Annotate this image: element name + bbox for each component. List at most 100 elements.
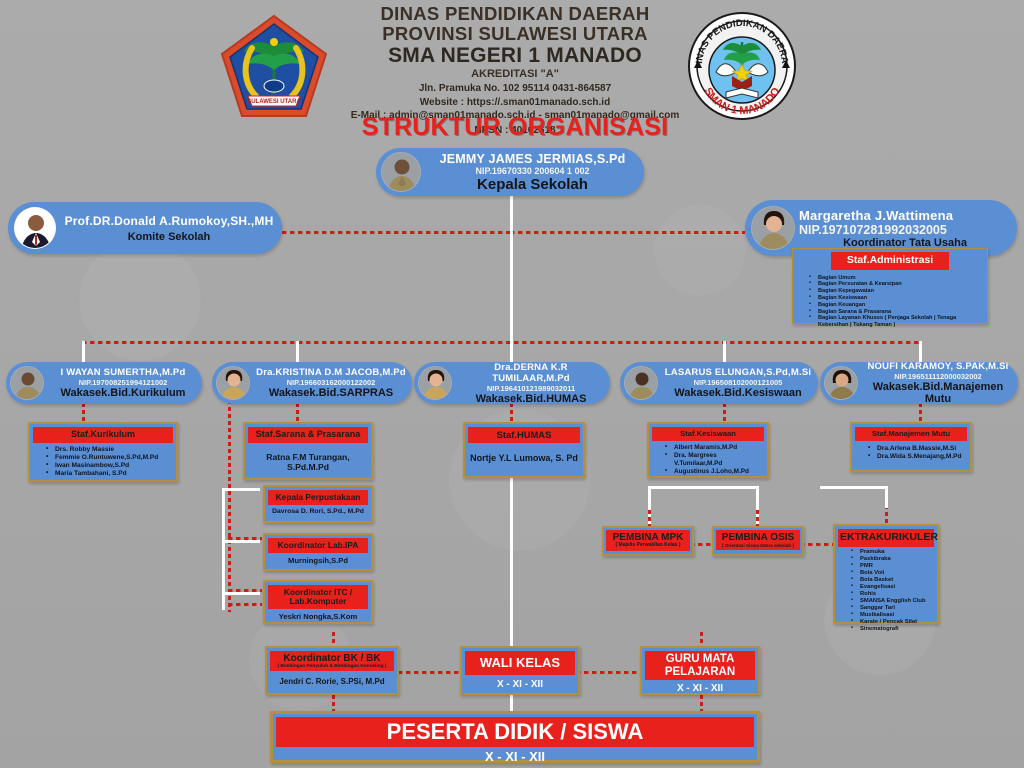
list-item: Albert Maramis,M.Pd [665, 443, 762, 452]
list-item: Bagian Layanan Khusus ( Penjaga Sekolah … [809, 314, 982, 329]
logo-sman-1-manado: DINAS PENDIDIKAN DAERAH SMAN 1 MANADO [686, 10, 796, 120]
wali-kelas-title: WALI KELAS [465, 651, 575, 676]
koordinator-itc-title: Koordinator ITC / Lab.Komputer [268, 585, 368, 610]
peserta-didik-grades: X - XI - XII [485, 749, 545, 765]
principal-nip: NIP.19670330 200604 1 002 [475, 165, 590, 176]
wakasek-humas-card[interactable]: Dra.DERNA K.R TUMILAAR,M.Pd NIP.19641012… [414, 362, 610, 405]
principal-card[interactable]: JEMMY JAMES JERMIAS,S.Pd NIP.19670330 20… [376, 148, 644, 196]
koordinator-lab-ipa-title: Koordinator Lab.IPA [268, 538, 368, 554]
wakasek-role: Wakasek.Bid.HUMAS [475, 392, 587, 405]
list-item: Dra. Margrees V.Tumilaar,M.Pd [665, 451, 762, 468]
wakasek-kurikulum-card[interactable]: I WAYAN SUMERTHA,M.Pd NIP.19700825199412… [6, 362, 202, 404]
list-item: Rohis [851, 590, 932, 598]
staf-manajemen-mutu-card[interactable]: Staf.Manajemen Mutu Dra.Arlena B.Massie,… [850, 422, 972, 472]
koordinator-lab-ipa-card[interactable]: Koordinator Lab.IPA Murningsih,S.Pd [263, 533, 373, 571]
koordinator-bk-title: Koordinator BK / BK [283, 653, 381, 664]
staf-humas-person: Nortje Y.L Lumowa, S. Pd [470, 453, 578, 464]
avatar [216, 366, 250, 400]
list-item: Bagian Keuangan [809, 301, 982, 309]
koordinator-lab-ipa-person: Murningsih,S.Pd [288, 556, 348, 566]
committee-name: Prof.DR.Donald A.Rumokoy,SH.,MH [64, 213, 274, 228]
avatar [14, 207, 56, 249]
wakasek-nip: NIP.196410121989032011 [486, 383, 576, 393]
wakasek-nip: NIP.196508102000121005 [693, 378, 783, 387]
koordinator-bk-subtitle: ( Bimbingan Penyuluh & Bimbingan Konseli… [277, 664, 387, 669]
wakasek-sarpras-card[interactable]: Dra.KRISTINA D.M JACOB,M.Pd NIP.19660316… [212, 362, 412, 404]
list-item: Sinematografi [851, 625, 932, 633]
list-item: Evangelisasi [851, 583, 932, 591]
staf-administrasi-card[interactable]: Staf.Administrasi Bagian Umum Bagian Per… [792, 248, 988, 328]
list-item: Bagian Umum [809, 274, 982, 282]
principal-name: JEMMY JAMES JERMIAS,S.Pd [439, 151, 626, 166]
list-item: Maria Tambahani, S.Pd [46, 469, 171, 478]
committee-card[interactable]: Prof.DR.Donald A.Rumokoy,SH.,MH Komite S… [8, 202, 282, 254]
wakasek-name: I WAYAN SUMERTHA,M.Pd [60, 367, 186, 378]
list-item: Sanggar Tari [851, 604, 932, 612]
ekstrakurikuler-card[interactable]: EKTRAKURIKULER Pramuka Paskibraka PMR Bo… [833, 524, 939, 632]
pembina-mpk-card[interactable]: PEMBINA MPK ( Majelis Perwakilan Kelas ) [602, 526, 694, 556]
header-line-2: PROVINSI SULAWESI UTARA [382, 23, 648, 44]
koordinator-bk-person: Jendri C. Rorie, S.PSi, M.Pd [279, 677, 385, 687]
list-item: Dra.Arlena B.Massie,M.Si [868, 444, 965, 453]
staf-manajemen-mutu-title: Staf.Manajemen Mutu [855, 427, 967, 442]
wakasek-manajemen-mutu-card[interactable]: NOUFI KARAMOY, S.PAK,M.Si NIP.1965111120… [820, 361, 1018, 405]
avatar [824, 366, 858, 400]
list-item: Bola Voli [851, 569, 932, 577]
wali-kelas-card[interactable]: WALI KELAS X - XI - XII [460, 646, 580, 695]
header: SULAWESI UTARA DINAS PENDIDIKAN DAERAH S… [0, 0, 1024, 145]
guru-mapel-title: GURU MATA PELAJARAN [645, 651, 755, 681]
staf-kurikulum-card[interactable]: Staf.Kurikulum Drs. Robby Massie Femmie … [28, 422, 178, 482]
header-address: Jln. Pramuka No. 102 95114 0431-864587 [418, 83, 612, 94]
staf-administrasi-list: Bagian Umum Bagian Persuratan & Kearsipa… [808, 274, 982, 330]
avatar [624, 366, 658, 400]
staf-sarpras-card[interactable]: Staf.Sarana & Prasarana Ratna F.M Turang… [243, 422, 373, 480]
header-email: E-Mail : admin@sman01manado.sch.id - sma… [350, 110, 680, 121]
list-item: Paskibraka [851, 555, 932, 563]
wali-kelas-grades: X - XI - XII [496, 679, 544, 691]
koordinator-bk-card[interactable]: Koordinator BK / BK ( Bimbingan Penyuluh… [265, 646, 399, 695]
principal-role: Kepala Sekolah [477, 175, 588, 193]
header-line-1: DINAS PENDIDIKAN DAERAH [380, 3, 650, 24]
staf-administrasi-title: Staf.Administrasi [831, 252, 949, 270]
staf-kesiswaan-list: Albert Maramis,M.Pd Dra. Margrees V.Tumi… [664, 443, 762, 475]
guru-mapel-grades: X - XI - XII [676, 683, 724, 695]
wakasek-role: Wakasek.Bid.Kesiswaan [674, 387, 802, 399]
kepala-perpustakaan-person: Davrosa D. Rori, S.Pd., M.Pd [272, 508, 364, 516]
avatar [10, 366, 44, 400]
pembina-osis-card[interactable]: PEMBINA OSIS ( Orientasi Siswa Intera se… [712, 526, 804, 556]
logo-provinsi-sulawesi-utara: SULAWESI UTARA [220, 14, 328, 117]
staf-sarpras-person: Ratna F.M Turangan, S.Pd.M.Pd [266, 451, 350, 472]
list-item: Bola Basket [851, 576, 932, 584]
staf-sarpras-title: Staf.Sarana & Prasarana [248, 427, 368, 443]
wakasek-nip: NIP.196511112000032002 [894, 372, 982, 381]
pembina-mpk-subtitle: ( Majelis Perwakilan Kelas ) [615, 542, 681, 548]
page-title: STRUKTUR ORGANISASI [361, 113, 669, 141]
kepala-perpustakaan-card[interactable]: Kepala Perpustakaan Davrosa D. Rori, S.P… [263, 485, 373, 523]
staf-humas-card[interactable]: Staf.HUMAS Nortje Y.L Lumowa, S. Pd [463, 422, 585, 478]
wakasek-kesiswaan-card[interactable]: LASARUS ELUNGAN,S.Pd,M.Si NIP.1965081020… [620, 362, 818, 404]
wakasek-role: Wakasek.Bid.Manajemen Mutu [872, 381, 1004, 405]
wakasek-nip: NIP.196603162000122002 [286, 378, 376, 387]
list-item: Dra.Wida S.Menajang,M.Pd [868, 452, 965, 461]
guru-mapel-card[interactable]: GURU MATA PELAJARAN X - XI - XII [640, 646, 760, 695]
wakasek-nip: NIP.197008251994121002 [78, 378, 168, 387]
header-website: Website : https://.sman01manado.sch.id [419, 96, 611, 108]
list-item: Pramuka [851, 548, 932, 556]
staf-kesiswaan-card[interactable]: Staf.Kesiswaan Albert Maramis,M.Pd Dra. … [647, 422, 769, 478]
header-school-name: SMA NEGERI 1 MANADO [388, 44, 642, 67]
header-npsn: NPSN : 40102618 [474, 124, 556, 136]
list-item: Bagian Kepegawaian [809, 287, 982, 295]
peserta-didik-card[interactable]: PESERTA DIDIK / SISWA X - XI - XII [270, 711, 760, 765]
staf-kurikulum-title: Staf.Kurikulum [33, 427, 173, 443]
avatar [751, 206, 795, 250]
wakasek-name: Dra.KRISTINA D.M JACOB,M.Pd [256, 367, 406, 378]
koordinator-itc-person: Yeskri Nongka,S.Kom [278, 612, 358, 622]
list-item: Bagian Kesiswaan [809, 294, 982, 302]
tata-usaha-role: Koordinator Tata Usaha [843, 236, 967, 249]
avatar [381, 152, 421, 192]
tata-usaha-nip: NIP.197107281992032005 [799, 222, 947, 237]
list-item: Femmie O.Runtuwene,S.Pd,M.Pd [46, 453, 171, 462]
list-item: PMR [851, 562, 932, 570]
tata-usaha-card[interactable]: Margaretha J.Wattimena NIP.1971072819920… [745, 200, 1017, 256]
koordinator-itc-card[interactable]: Koordinator ITC / Lab.Komputer Yeskri No… [263, 580, 373, 624]
